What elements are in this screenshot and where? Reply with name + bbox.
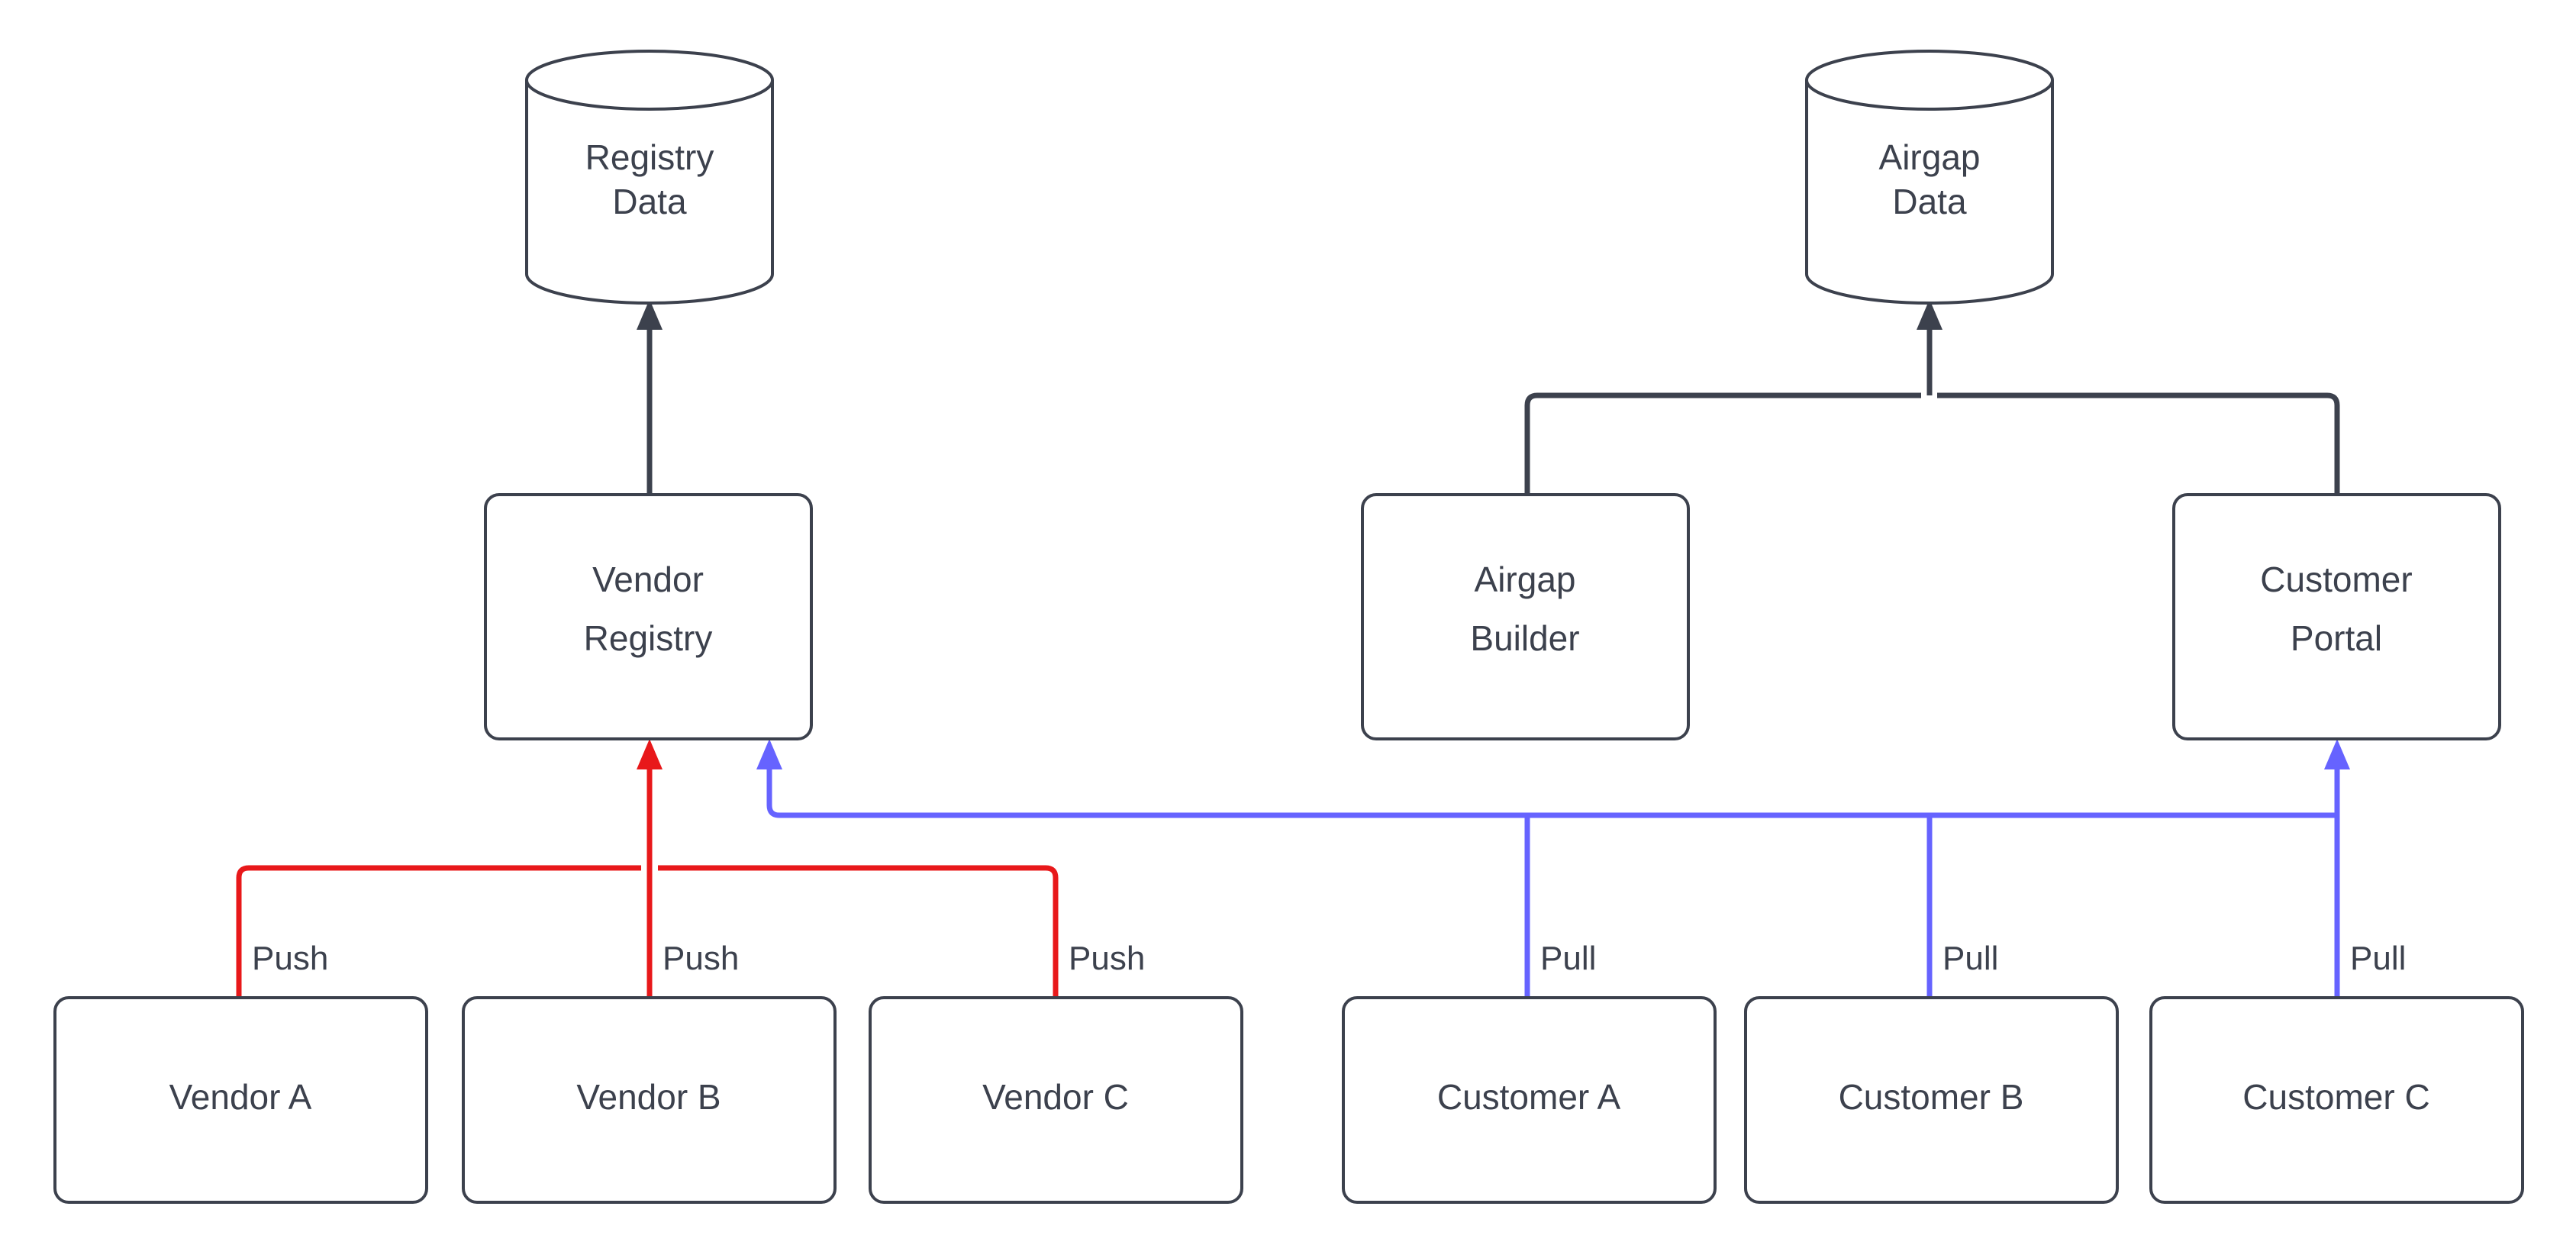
node-label-line1: Vendor [592, 560, 704, 599]
node-box [2149, 996, 2524, 1204]
node-customer-c[interactable]: Customer C [2149, 996, 2524, 1204]
node-customer-b[interactable]: Customer B [1744, 996, 2119, 1204]
edge-group-pull [756, 739, 2350, 998]
node-vendor-b[interactable]: Vendor B [462, 996, 837, 1204]
node-customer-portal[interactable]: Customer Portal [2172, 493, 2501, 740]
edge-label-customer-b-pull: Pull [1942, 940, 1998, 977]
node-label-line1: Registry [585, 137, 714, 177]
cylinder-body [1805, 80, 2054, 305]
edge-vendor-registry-to-registry-data [637, 299, 663, 495]
node-registry-data[interactable]: Registry Data [525, 50, 774, 305]
edge-line-portal-branch [1937, 392, 2340, 495]
node-label-line2: Data [1892, 182, 1967, 221]
node-label-line1: Airgap [1879, 137, 1981, 177]
arrow-head-icon [1917, 299, 1942, 330]
cylinder-top-icon [525, 50, 774, 111]
node-label: Customer A [1437, 1077, 1621, 1117]
node-box [869, 996, 1243, 1204]
cylinder-top-icon [1805, 50, 2054, 111]
node-label: Customer B [1839, 1077, 2024, 1117]
cylinder-body [525, 80, 774, 305]
node-box [1342, 996, 1717, 1204]
edge-label-customer-c-pull: Pull [2350, 940, 2406, 977]
node-label-line1: Airgap [1475, 560, 1576, 599]
node-box [53, 996, 428, 1204]
node-customer-a[interactable]: Customer A [1342, 996, 1717, 1204]
node-label-line2: Data [612, 182, 687, 221]
arrow-head-icon [756, 739, 782, 769]
edge-line-vendor-c-push [658, 865, 1059, 998]
node-vendor-c[interactable]: Vendor C [869, 996, 1243, 1204]
node-label: Vendor A [169, 1077, 312, 1117]
node-vendor-registry[interactable]: Vendor Registry [484, 493, 813, 740]
node-label-line2: Portal [2291, 618, 2382, 658]
node-label-line2: Registry [584, 618, 713, 658]
node-label: Vendor C [982, 1077, 1129, 1117]
arrow-head-icon [637, 739, 663, 769]
edge-line-pull-bus [766, 756, 2337, 818]
edge-label-customer-a-pull: Pull [1540, 940, 1596, 977]
edge-line-vendor-a-push [236, 865, 641, 998]
edge-line-builder-branch [1524, 392, 1921, 495]
node-box [484, 493, 813, 740]
node-box [2172, 493, 2501, 740]
edge-label-vendor-a-push: Push [252, 940, 328, 977]
node-airgap-builder[interactable]: Airgap Builder [1361, 493, 1690, 740]
node-box [462, 996, 837, 1204]
node-label: Customer C [2242, 1077, 2429, 1117]
node-airgap-data[interactable]: Airgap Data [1805, 50, 2054, 305]
arrow-head-icon [2324, 739, 2350, 769]
node-box [1744, 996, 2119, 1204]
node-vendor-a[interactable]: Vendor A [53, 996, 428, 1204]
arrow-head-icon [637, 299, 663, 330]
edge-airgap-bus-to-airgap-data [1524, 299, 2340, 495]
node-box [1361, 493, 1690, 740]
edge-label-vendor-b-push: Push [663, 940, 739, 977]
node-label: Vendor B [576, 1077, 721, 1117]
edge-label-vendor-c-push: Push [1069, 940, 1145, 977]
edge-group-push [236, 739, 1059, 998]
node-label-line2: Builder [1470, 618, 1579, 658]
node-label-line1: Customer [2260, 560, 2412, 599]
